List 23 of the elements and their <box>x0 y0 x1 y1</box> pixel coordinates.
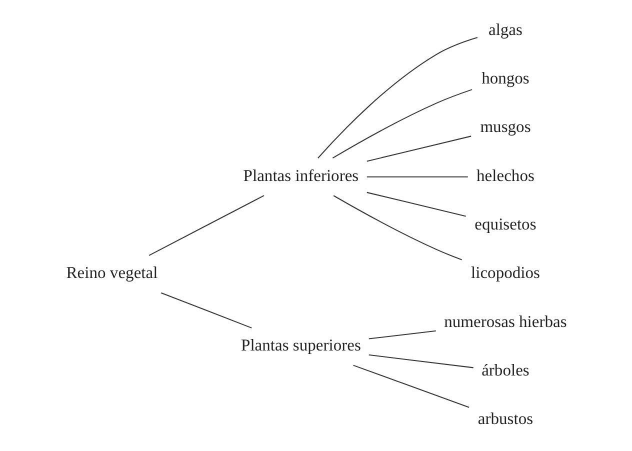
node-text: licopodios <box>470 263 540 282</box>
node-text: numerosas hierbas <box>444 312 566 331</box>
connector <box>368 354 473 368</box>
connector <box>366 192 466 217</box>
node-text: hongos <box>481 68 529 88</box>
connector <box>317 37 478 158</box>
node-text: musgos <box>480 117 530 136</box>
node-text: helechos <box>476 166 534 185</box>
node-text: algas <box>488 20 522 39</box>
connector <box>332 89 472 159</box>
connector <box>352 364 469 408</box>
connector <box>366 176 468 178</box>
connector <box>366 136 471 162</box>
connector <box>148 195 264 256</box>
node-text: arbustos <box>477 409 533 428</box>
node-text: árboles <box>481 360 529 380</box>
connector <box>368 330 436 340</box>
node-text: Plantas inferiores <box>242 166 358 185</box>
node-text: Reino vegetal <box>66 263 158 282</box>
connector <box>160 292 252 328</box>
node-text: equisetos <box>474 214 536 234</box>
node-text: Plantas superiores <box>240 336 360 355</box>
connector <box>332 195 462 260</box>
